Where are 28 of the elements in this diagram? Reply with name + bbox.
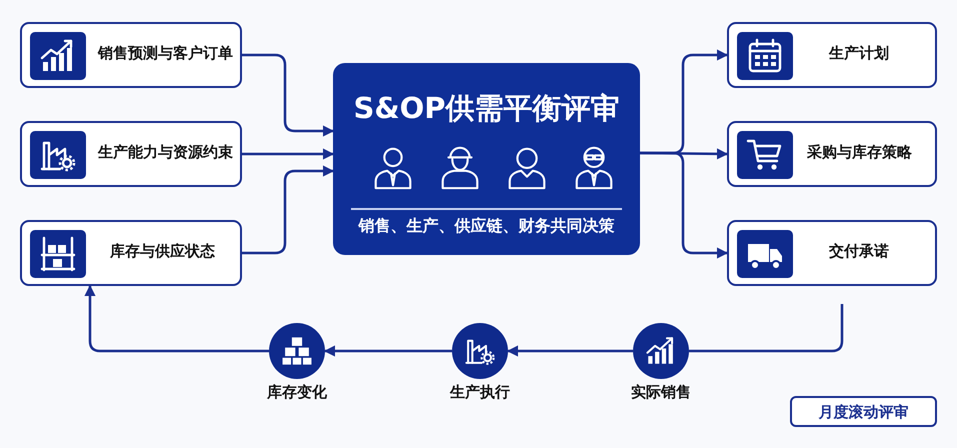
step-label: 生产执行 <box>448 383 511 402</box>
arrow <box>640 152 728 259</box>
input-box <box>727 121 937 187</box>
connector-line <box>689 304 844 352</box>
arrow <box>506 345 633 357</box>
input-box <box>727 220 937 286</box>
arrow <box>242 148 334 160</box>
input-box <box>20 22 242 88</box>
box-label: 生产计划 <box>829 44 889 63</box>
input-box <box>20 121 242 187</box>
arrow <box>324 345 452 357</box>
box-label: 销售预测与客户订单 <box>98 44 233 63</box>
tag-label: 月度滚动评审 <box>818 403 910 422</box>
box-label: 生产能力与资源约束 <box>98 143 233 162</box>
arrow <box>242 165 334 254</box>
box-label: 采购与库存策略 <box>807 143 912 162</box>
box-label: 库存与供应状态 <box>110 242 215 261</box>
review-tag <box>790 396 937 427</box>
panel-title: S&OP供需平衡评审 <box>352 90 621 127</box>
review-panel <box>333 63 640 255</box>
box-label: 交付承诺 <box>829 242 889 261</box>
input-box <box>20 220 242 286</box>
arrow <box>242 54 334 137</box>
step-label: 库存变化 <box>266 383 328 402</box>
step-label: 实际销售 <box>630 383 692 402</box>
panel-subtitle: 销售、生产、供应链、财务共同决策 <box>357 216 616 237</box>
arrow <box>84 284 269 352</box>
input-box <box>727 22 937 88</box>
